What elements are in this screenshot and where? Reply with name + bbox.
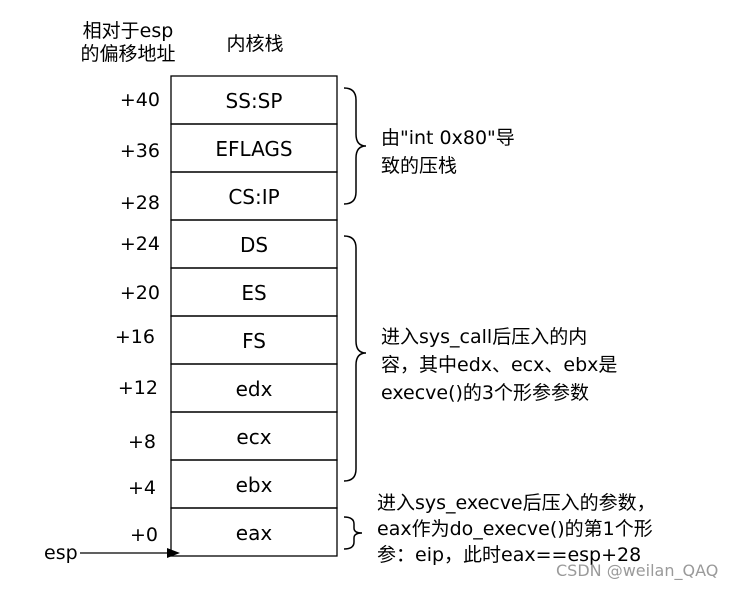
- offset-title-line-2: 的偏移地址: [80, 43, 176, 65]
- note-int-push-line-1: 由"int 0x80"导: [381, 127, 515, 149]
- note-sys-execve-line-3: 参：eip，此时eax==esp+28: [377, 544, 642, 566]
- offset-label: +24: [119, 233, 160, 255]
- stack-cell-ss-sp: SS:SP: [225, 89, 283, 113]
- stack-cell-eflags: EFLAGS: [215, 137, 293, 161]
- stack-cell-fs: FS: [242, 329, 266, 353]
- stack-cell-edx: edx: [235, 377, 273, 401]
- brace-sys-call: [343, 235, 367, 482]
- offset-label: +20: [119, 282, 160, 304]
- offset-label: +16: [114, 326, 155, 348]
- note-sys-call-line-3: execve()的3个形参参数: [381, 382, 589, 404]
- note-sys-execve-line-2: eax作为do_execve()的第1个形: [377, 518, 653, 540]
- stack-title: 内核栈: [226, 33, 284, 55]
- stack-cell-eax: eax: [235, 521, 273, 545]
- note-sys-call-line-1: 进入sys_call后压入的内: [381, 326, 588, 348]
- offset-label: +8: [127, 431, 156, 453]
- offset-label: +28: [119, 192, 160, 214]
- offset-label: +40: [119, 89, 160, 111]
- stack-cell-cs-ip: CS:IP: [228, 185, 280, 209]
- stack-cell-ds: DS: [239, 233, 269, 257]
- offset-label: +0: [129, 524, 158, 546]
- stack-cell-ebx: ebx: [235, 473, 273, 497]
- esp-pointer-arrowhead: [167, 548, 180, 558]
- offset-label: +36: [119, 140, 160, 162]
- offset-title-line-1: 相对于esp: [82, 20, 174, 42]
- note-int-push-line-2: 致的压栈: [381, 155, 458, 177]
- note-sys-execve: 进入sys_execve后压入的参数， eax作为do_execve()的第1个…: [377, 490, 656, 568]
- offset-column-title: 相对于esp 的偏移地址: [68, 20, 188, 66]
- stack-cell-es: ES: [241, 281, 267, 305]
- esp-pointer-label: esp: [44, 542, 78, 564]
- note-sys-call: 进入sys_call后压入的内 容，其中edx、ecx、ebx是 execve(…: [381, 323, 617, 407]
- note-sys-call-line-2: 容，其中edx、ecx、ebx是: [381, 354, 618, 376]
- stack-cell-ecx: ecx: [236, 425, 272, 449]
- brace-int-push: [343, 87, 367, 205]
- brace-sys-execve: [343, 516, 363, 550]
- watermark: CSDN @weilan_QAQ: [556, 561, 719, 580]
- offset-label: +4: [127, 477, 156, 499]
- note-sys-execve-line-1: 进入sys_execve后压入的参数，: [377, 492, 656, 514]
- offset-label: +12: [117, 377, 158, 399]
- stack-cell-box: [170, 507, 338, 557]
- note-int-push: 由"int 0x80"导 致的压栈: [381, 124, 515, 180]
